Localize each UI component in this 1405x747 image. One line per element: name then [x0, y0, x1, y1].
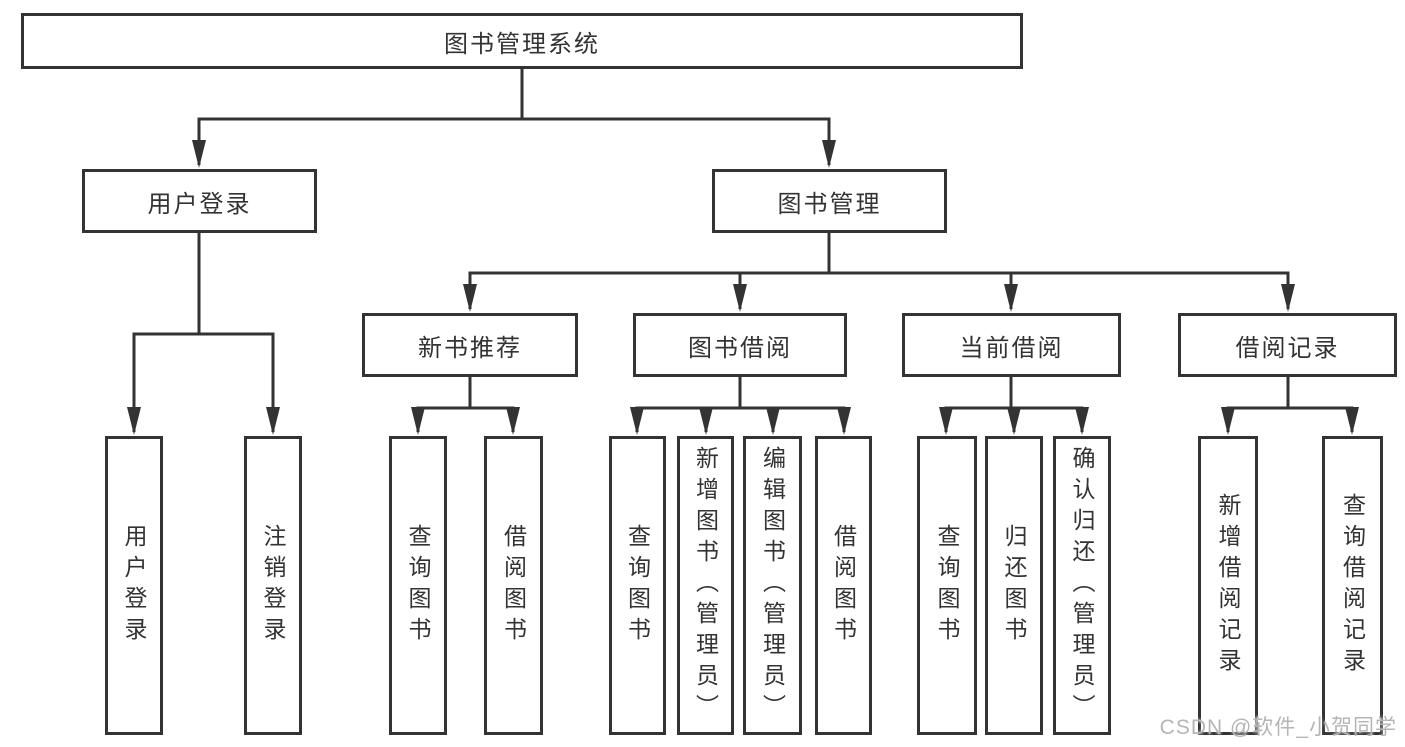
leaf-label: 确认归还（管理员） — [1069, 446, 1095, 725]
node-new-book-recommendation: 新书推荐 — [362, 313, 578, 377]
node-label: 图书管理系统 — [444, 30, 600, 58]
leaf-user-login: 用户登录 — [105, 436, 163, 735]
csdn-watermark: CSDN @软件_小贺同学 — [1159, 716, 1397, 739]
leaf-label: 新增借阅记录 — [1215, 492, 1241, 679]
leaf-label: 新增图书（管理员） — [692, 446, 719, 725]
leaf-label: 查询图书 — [934, 523, 960, 648]
leaf-label: 注销登录 — [260, 523, 286, 648]
node-label: 新书推荐 — [418, 334, 522, 362]
node-label: 借阅记录 — [1235, 334, 1340, 362]
leaf-confirm-return-admin: 确认归还（管理员） — [1053, 436, 1111, 735]
node-label: 用户登录 — [147, 190, 252, 218]
leaf-add-borrow-record: 新增借阅记录 — [1198, 436, 1258, 735]
connector-book-management-branch — [468, 233, 1290, 309]
leaf-label: 编辑图书（管理员） — [759, 446, 786, 725]
leaf-logout: 注销登录 — [244, 436, 302, 735]
node-user-login: 用户登录 — [82, 169, 317, 233]
leaf-label: 查询图书 — [624, 523, 651, 648]
connector-borrowing-branch — [635, 377, 846, 432]
connector-current-branch — [944, 377, 1084, 432]
node-label: 图书借阅 — [688, 334, 792, 362]
leaf-label: 查询图书 — [405, 523, 431, 648]
connector-recommendation-branch — [416, 377, 515, 432]
connector-records-branch — [1226, 377, 1354, 432]
leaf-label: 用户登录 — [121, 523, 147, 648]
leaf-label: 归还图书 — [1001, 523, 1027, 648]
leaf-borrow-books-recommendation: 借阅图书 — [484, 436, 543, 735]
leaf-query-borrow-record: 查询借阅记录 — [1322, 436, 1383, 735]
node-borrowing-records: 借阅记录 — [1178, 313, 1397, 377]
leaf-add-books-admin: 新增图书（管理员） — [677, 436, 734, 735]
leaf-label: 借阅图书 — [830, 523, 857, 648]
node-book-management: 图书管理 — [712, 169, 947, 233]
node-label: 当前借阅 — [959, 334, 1064, 362]
connector-user-login-branch — [132, 233, 275, 432]
leaf-return-books: 归还图书 — [985, 436, 1043, 735]
leaf-query-books-current: 查询图书 — [917, 436, 977, 735]
node-current-borrowing: 当前借阅 — [902, 313, 1121, 377]
node-library-management-system: 图书管理系统 — [21, 13, 1023, 69]
node-book-borrowing: 图书借阅 — [633, 313, 847, 377]
leaf-query-books-recommendation: 查询图书 — [389, 436, 447, 735]
leaf-borrow-books-borrowing: 借阅图书 — [815, 436, 872, 735]
leaf-query-books-borrowing: 查询图书 — [609, 436, 666, 735]
node-label: 图书管理 — [777, 190, 882, 218]
leaf-edit-books-admin: 编辑图书（管理员） — [743, 436, 802, 735]
leaf-label: 查询借阅记录 — [1339, 492, 1366, 679]
connector-level2-bar — [197, 117, 831, 165]
leaf-label: 借阅图书 — [500, 523, 527, 648]
